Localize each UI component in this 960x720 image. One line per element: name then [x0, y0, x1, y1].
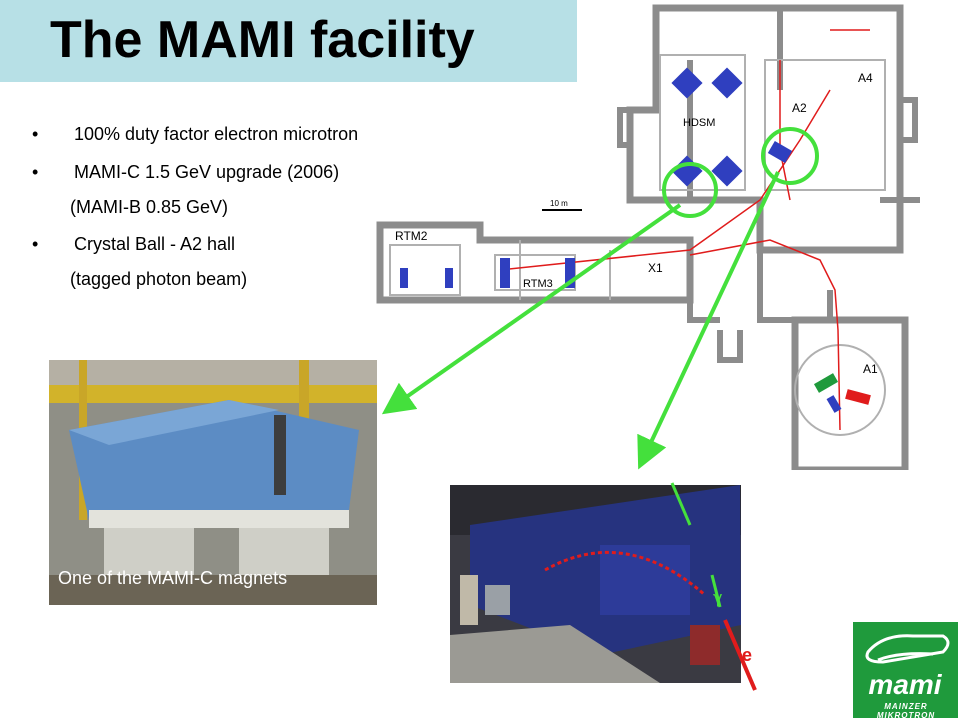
a1-label: A1: [863, 362, 878, 376]
logo-wordmark: mami: [868, 669, 942, 700]
hdsm-label: HDSM: [683, 117, 715, 129]
x1-label: X1: [648, 261, 663, 275]
bullet-marker: •: [32, 124, 39, 144]
title-band: [0, 0, 577, 82]
bullet-subtext: (tagged photon beam): [70, 269, 248, 289]
a4-label: A4: [858, 71, 873, 85]
scale-label: 10 m: [550, 199, 568, 208]
crystal-ball-hall-photo: [450, 485, 741, 683]
bullet-text: MAMI-C 1.5 GeV upgrade (2006): [74, 162, 340, 182]
facility-floor-plan: A4 A2 HDSM 10 m RTM2 RTM3 X1 A1: [376, 4, 920, 470]
rtm2-label: RTM2: [395, 229, 428, 243]
mami-logo: mami: [853, 622, 958, 718]
rtm3-label: RTM3: [523, 278, 553, 290]
slide-title: The MAMI facility: [50, 11, 475, 69]
bullet-text: Crystal Ball - A2 hall: [74, 234, 236, 254]
a2-label: A2: [792, 101, 807, 115]
logo-subtitle: MAINZER MIKROTRON: [876, 702, 936, 720]
magnet-photo-caption: One of the MAMI-C magnets: [58, 568, 288, 588]
bullet-marker: •: [32, 162, 39, 182]
bullet-text: 100% duty factor electron microtron: [74, 124, 359, 144]
bullet-marker: •: [32, 234, 39, 254]
magnet-photo: [49, 360, 377, 605]
electron-label: e: [742, 645, 753, 665]
bullet-subtext: (MAMI-B 0.85 GeV): [70, 197, 229, 217]
